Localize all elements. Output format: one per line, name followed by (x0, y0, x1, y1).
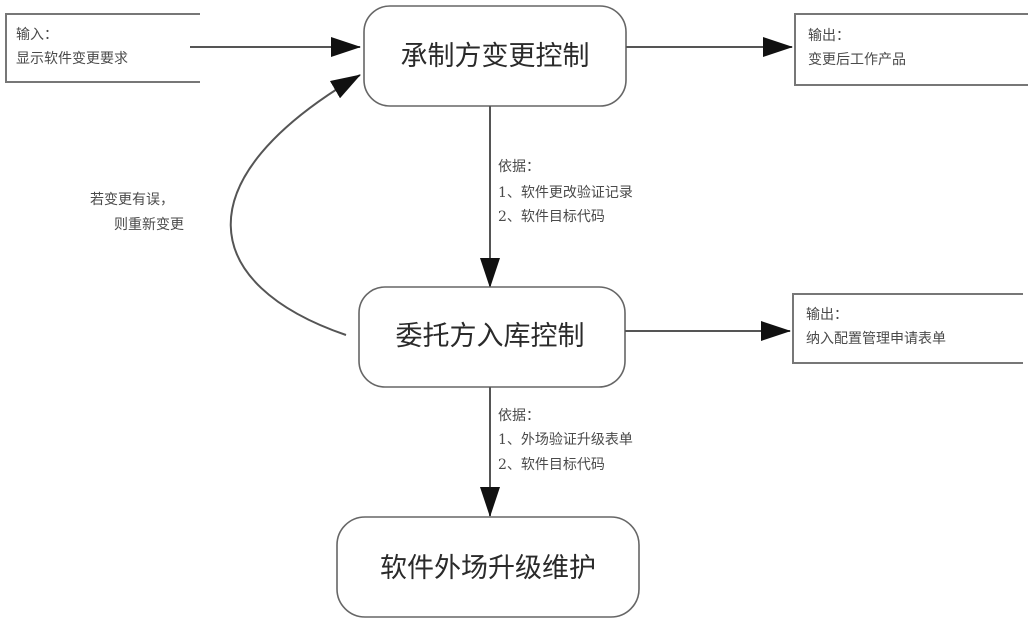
output-box-1-title: 输出： (808, 28, 850, 44)
feedback-label: 若变更有误， 则重新变更 (90, 192, 184, 233)
node-field-upgrade-maintenance: 软件外场升级维护 (336, 516, 640, 618)
node-contractor-change-control-label: 承制方变更控制 (401, 41, 590, 72)
output-box-1-border (794, 13, 1028, 86)
input-box: 输入： 显示软件变更要求 (5, 13, 200, 83)
feedback-label-line-1: 若变更有误， (90, 192, 174, 208)
output-box-1: 输出： 变更后工作产品 (794, 13, 1028, 86)
output-box-1-text: 变更后工作产品 (808, 52, 906, 68)
basis-1-item-2: 2、软件目标代码 (498, 209, 605, 225)
feedback-label-line-2: 则重新变更 (114, 217, 184, 233)
node-client-storage-control-label: 委托方入库控制 (396, 321, 585, 352)
input-box-title: 输入： (16, 27, 58, 43)
node-contractor-change-control-box (363, 5, 627, 107)
output-box-2: 输出： 纳入配置管理申请表单 (792, 293, 1023, 364)
input-box-text: 显示软件变更要求 (16, 51, 128, 67)
basis-2-item-1: 1、外场验证升级表单 (498, 432, 633, 448)
node-client-storage-control-box (358, 286, 626, 388)
basis-2-item-2: 2、软件目标代码 (498, 457, 605, 473)
basis-2: 依据： 1、外场验证升级表单 2、软件目标代码 (498, 408, 633, 473)
output-box-2-border (792, 293, 1023, 364)
output-box-2-title: 输出： (806, 307, 848, 323)
node-client-storage-control: 委托方入库控制 (358, 286, 626, 388)
input-box-border (5, 13, 200, 83)
node-field-upgrade-maintenance-box (336, 516, 640, 618)
basis-2-title: 依据： (498, 408, 540, 424)
arrow-feedback-redo-change (229, 74, 361, 336)
node-field-upgrade-maintenance-label: 软件外场升级维护 (380, 553, 596, 584)
basis-1-title: 依据： (498, 159, 540, 175)
output-box-2-text: 纳入配置管理申请表单 (806, 331, 946, 347)
basis-1: 依据： 1、软件更改验证记录 2、软件目标代码 (498, 159, 633, 225)
node-contractor-change-control: 承制方变更控制 (363, 5, 627, 107)
basis-1-item-1: 1、软件更改验证记录 (498, 185, 633, 201)
